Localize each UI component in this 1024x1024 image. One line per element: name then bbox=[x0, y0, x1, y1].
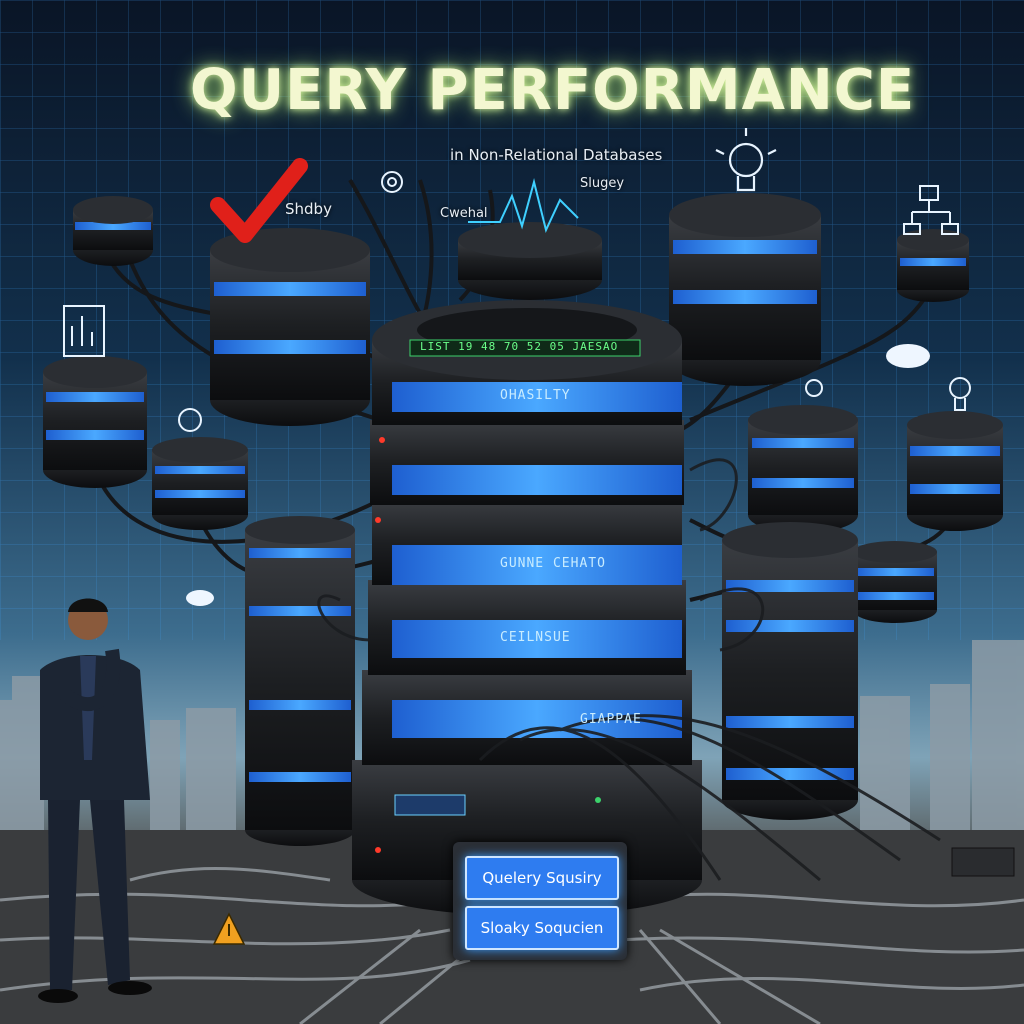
server-upper-left bbox=[210, 228, 370, 426]
floating-label-left: Shdby bbox=[285, 200, 332, 218]
ground-box bbox=[951, 847, 1015, 877]
server-right-mid bbox=[748, 405, 858, 533]
server-lower-left bbox=[245, 516, 355, 846]
tower-top-readout: LIST 19 48 70 52 05 JAESAO bbox=[420, 340, 619, 353]
server-right-far bbox=[907, 411, 1003, 531]
subtitle-text: in Non-Relational Databases bbox=[450, 146, 663, 164]
headline-text: QUERY PERFORMANCE bbox=[190, 58, 916, 123]
waveform-icon bbox=[468, 178, 579, 233]
sign-bottom-panel: Sloaky Soqucien bbox=[465, 906, 619, 950]
tangled-cables bbox=[317, 458, 941, 882]
city-skyline bbox=[0, 640, 1024, 840]
status-sign: Quelery Squsiry Sloaky Soqucien bbox=[453, 842, 627, 960]
floating-label-center: Cwehal bbox=[440, 206, 488, 221]
bar-chart-icon bbox=[63, 305, 105, 357]
server-left-small bbox=[152, 437, 248, 530]
server-top-center bbox=[458, 222, 602, 300]
tower-screen-label-3: CEILNSUE bbox=[500, 630, 571, 645]
gear-icon bbox=[178, 171, 823, 432]
tower-screen-label-2: GUNNE CEHATO bbox=[500, 556, 606, 571]
businessman-figure bbox=[38, 598, 152, 1003]
sign-top-panel: Quelery Squsiry bbox=[465, 856, 619, 900]
server-left-top bbox=[73, 196, 153, 266]
server-right-top bbox=[897, 229, 969, 302]
server-upper-right bbox=[669, 193, 821, 386]
server-left-mid bbox=[43, 356, 147, 488]
tower-screen-label-1: OHASILTY bbox=[500, 388, 571, 403]
red-checkmark-icon bbox=[210, 158, 308, 243]
server-lower-right bbox=[722, 522, 858, 820]
warning-sign-icon bbox=[212, 912, 246, 945]
tower-screen-label-4: GIAPPAE bbox=[580, 712, 642, 727]
floating-label-right: Slugey bbox=[580, 176, 625, 191]
server-right-small bbox=[853, 541, 937, 623]
lightbulb-small-icon bbox=[949, 377, 971, 411]
cloud-icon bbox=[186, 344, 930, 606]
flowchart-icon bbox=[903, 185, 959, 235]
lightbulb-icon bbox=[715, 128, 777, 192]
